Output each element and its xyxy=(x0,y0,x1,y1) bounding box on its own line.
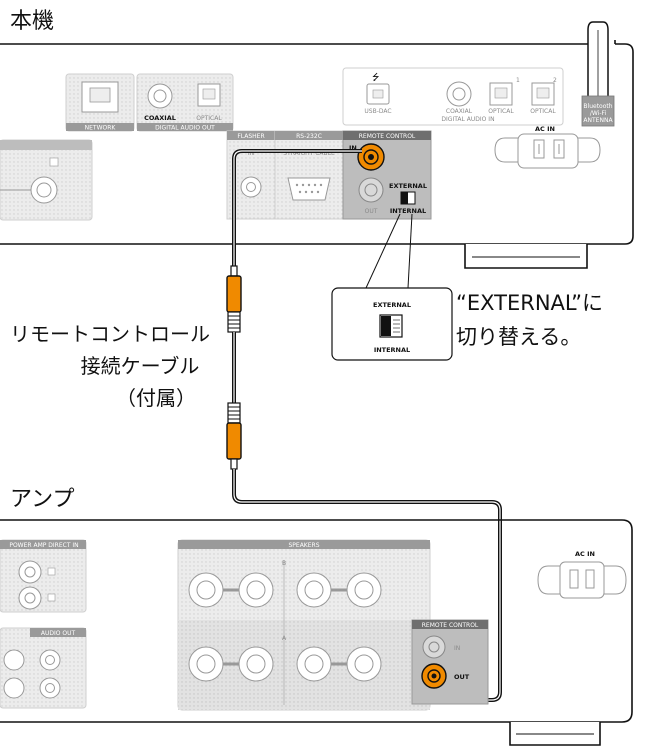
main-unit-rear-panel xyxy=(0,40,634,269)
remote-control-cable xyxy=(226,149,502,702)
remote-control-panel-main: REMOTE CONTROL IN OUT EXTERNAL INTERNAL xyxy=(342,130,432,220)
switch-callout: EXTERNAL INTERNAL xyxy=(331,213,453,361)
coaxial-out-label: COAXIAL xyxy=(144,114,176,122)
usb-icon: ⭍ xyxy=(372,72,380,83)
digital-audio-in-label: DIGITAL AUDIO IN xyxy=(441,116,494,123)
straight-cable-label: STRAIGHT CABLE xyxy=(283,150,335,157)
cable-label-line-1: リモートコントロール xyxy=(10,322,210,346)
audio-out-block: AUDIO OUT xyxy=(0,627,87,709)
digital-audio-out-label: DIGITAL AUDIO OUT xyxy=(155,125,215,132)
callout-internal-label: INTERNAL xyxy=(374,346,410,354)
ac-in-amp-label: AC IN xyxy=(575,550,595,558)
rs232c-port-block: RS-232C STRAIGHT CABLE xyxy=(274,130,344,220)
callout-external-label: EXTERNAL xyxy=(373,301,411,309)
left-partial-port-block xyxy=(0,139,93,221)
rc-amp-in-label: IN xyxy=(454,645,460,652)
bluetooth-label-2: /Wi-Fi xyxy=(590,110,607,117)
usb-dac-label: USB-DAC xyxy=(364,108,391,115)
amplifier-rear-panel xyxy=(0,519,633,746)
remote-control-amp-label: REMOTE CONTROL xyxy=(422,622,479,629)
optical-1-label: OPTICAL xyxy=(488,108,514,115)
instruction-line-1: “EXTERNAL”に xyxy=(456,291,603,315)
rc-main-out-label: OUT xyxy=(365,208,378,215)
instruction-line-2: 切り替える。 xyxy=(456,325,581,349)
cable-label-line-3: （付属） xyxy=(116,386,196,410)
digital-audio-out-block: COAXIAL OPTICAL DIGITAL AUDIO OUT xyxy=(136,73,234,132)
optical-out-label: OPTICAL xyxy=(196,115,222,122)
optical-2-label: OPTICAL xyxy=(530,108,556,115)
audio-out-label: AUDIO OUT xyxy=(41,630,76,637)
main-unit-title: 本機 xyxy=(10,9,54,34)
rc-main-external-label: EXTERNAL xyxy=(389,182,427,190)
speaker-a-label: A xyxy=(282,635,287,642)
rs232c-label: RS-232C xyxy=(296,133,322,140)
flasher-label: FLASHER xyxy=(237,133,264,140)
rc-main-internal-label: INTERNAL xyxy=(390,207,426,215)
ac-in-amp: AC IN xyxy=(537,550,627,599)
optical-1-number: 1 xyxy=(516,77,520,84)
network-label: NETWORK xyxy=(85,125,117,132)
speakers-label: SPEAKERS xyxy=(288,542,319,549)
speaker-b-label: B xyxy=(282,560,286,567)
optical-2-number: 2 xyxy=(553,77,557,84)
remote-control-panel-amp: REMOTE CONTROL IN OUT xyxy=(411,619,489,705)
network-port-block: NETWORK xyxy=(65,73,135,132)
remote-control-main-label: REMOTE CONTROL xyxy=(359,133,416,140)
power-amp-direct-in-block: POWER AMP DIRECT IN xyxy=(0,539,87,613)
coaxial-in-label: COAXIAL xyxy=(446,108,473,115)
power-amp-direct-in-label: POWER AMP DIRECT IN xyxy=(9,542,78,549)
antenna-icon: Bluetooth /Wi-Fi ANTENNA xyxy=(581,21,615,127)
rc-main-in-label: IN xyxy=(349,144,357,152)
rc-amp-out-label: OUT xyxy=(454,673,470,681)
bluetooth-label-3: ANTENNA xyxy=(583,117,613,124)
speakers-terminal-block: SPEAKERS B A xyxy=(177,539,431,711)
digital-audio-in-block: ⭍ 1 2 USB-DAC COAXIAL OPTICAL OPTICAL DI… xyxy=(342,67,564,126)
ac-in-main-label: AC IN xyxy=(535,125,555,133)
amplifier-title: アンプ xyxy=(10,487,74,512)
flasher-in-label: IN xyxy=(248,150,254,157)
ac-in-main: AC IN xyxy=(494,125,601,169)
cable-label-line-2: 接続ケーブル xyxy=(81,354,200,378)
bluetooth-label-1: Bluetooth xyxy=(583,103,612,110)
